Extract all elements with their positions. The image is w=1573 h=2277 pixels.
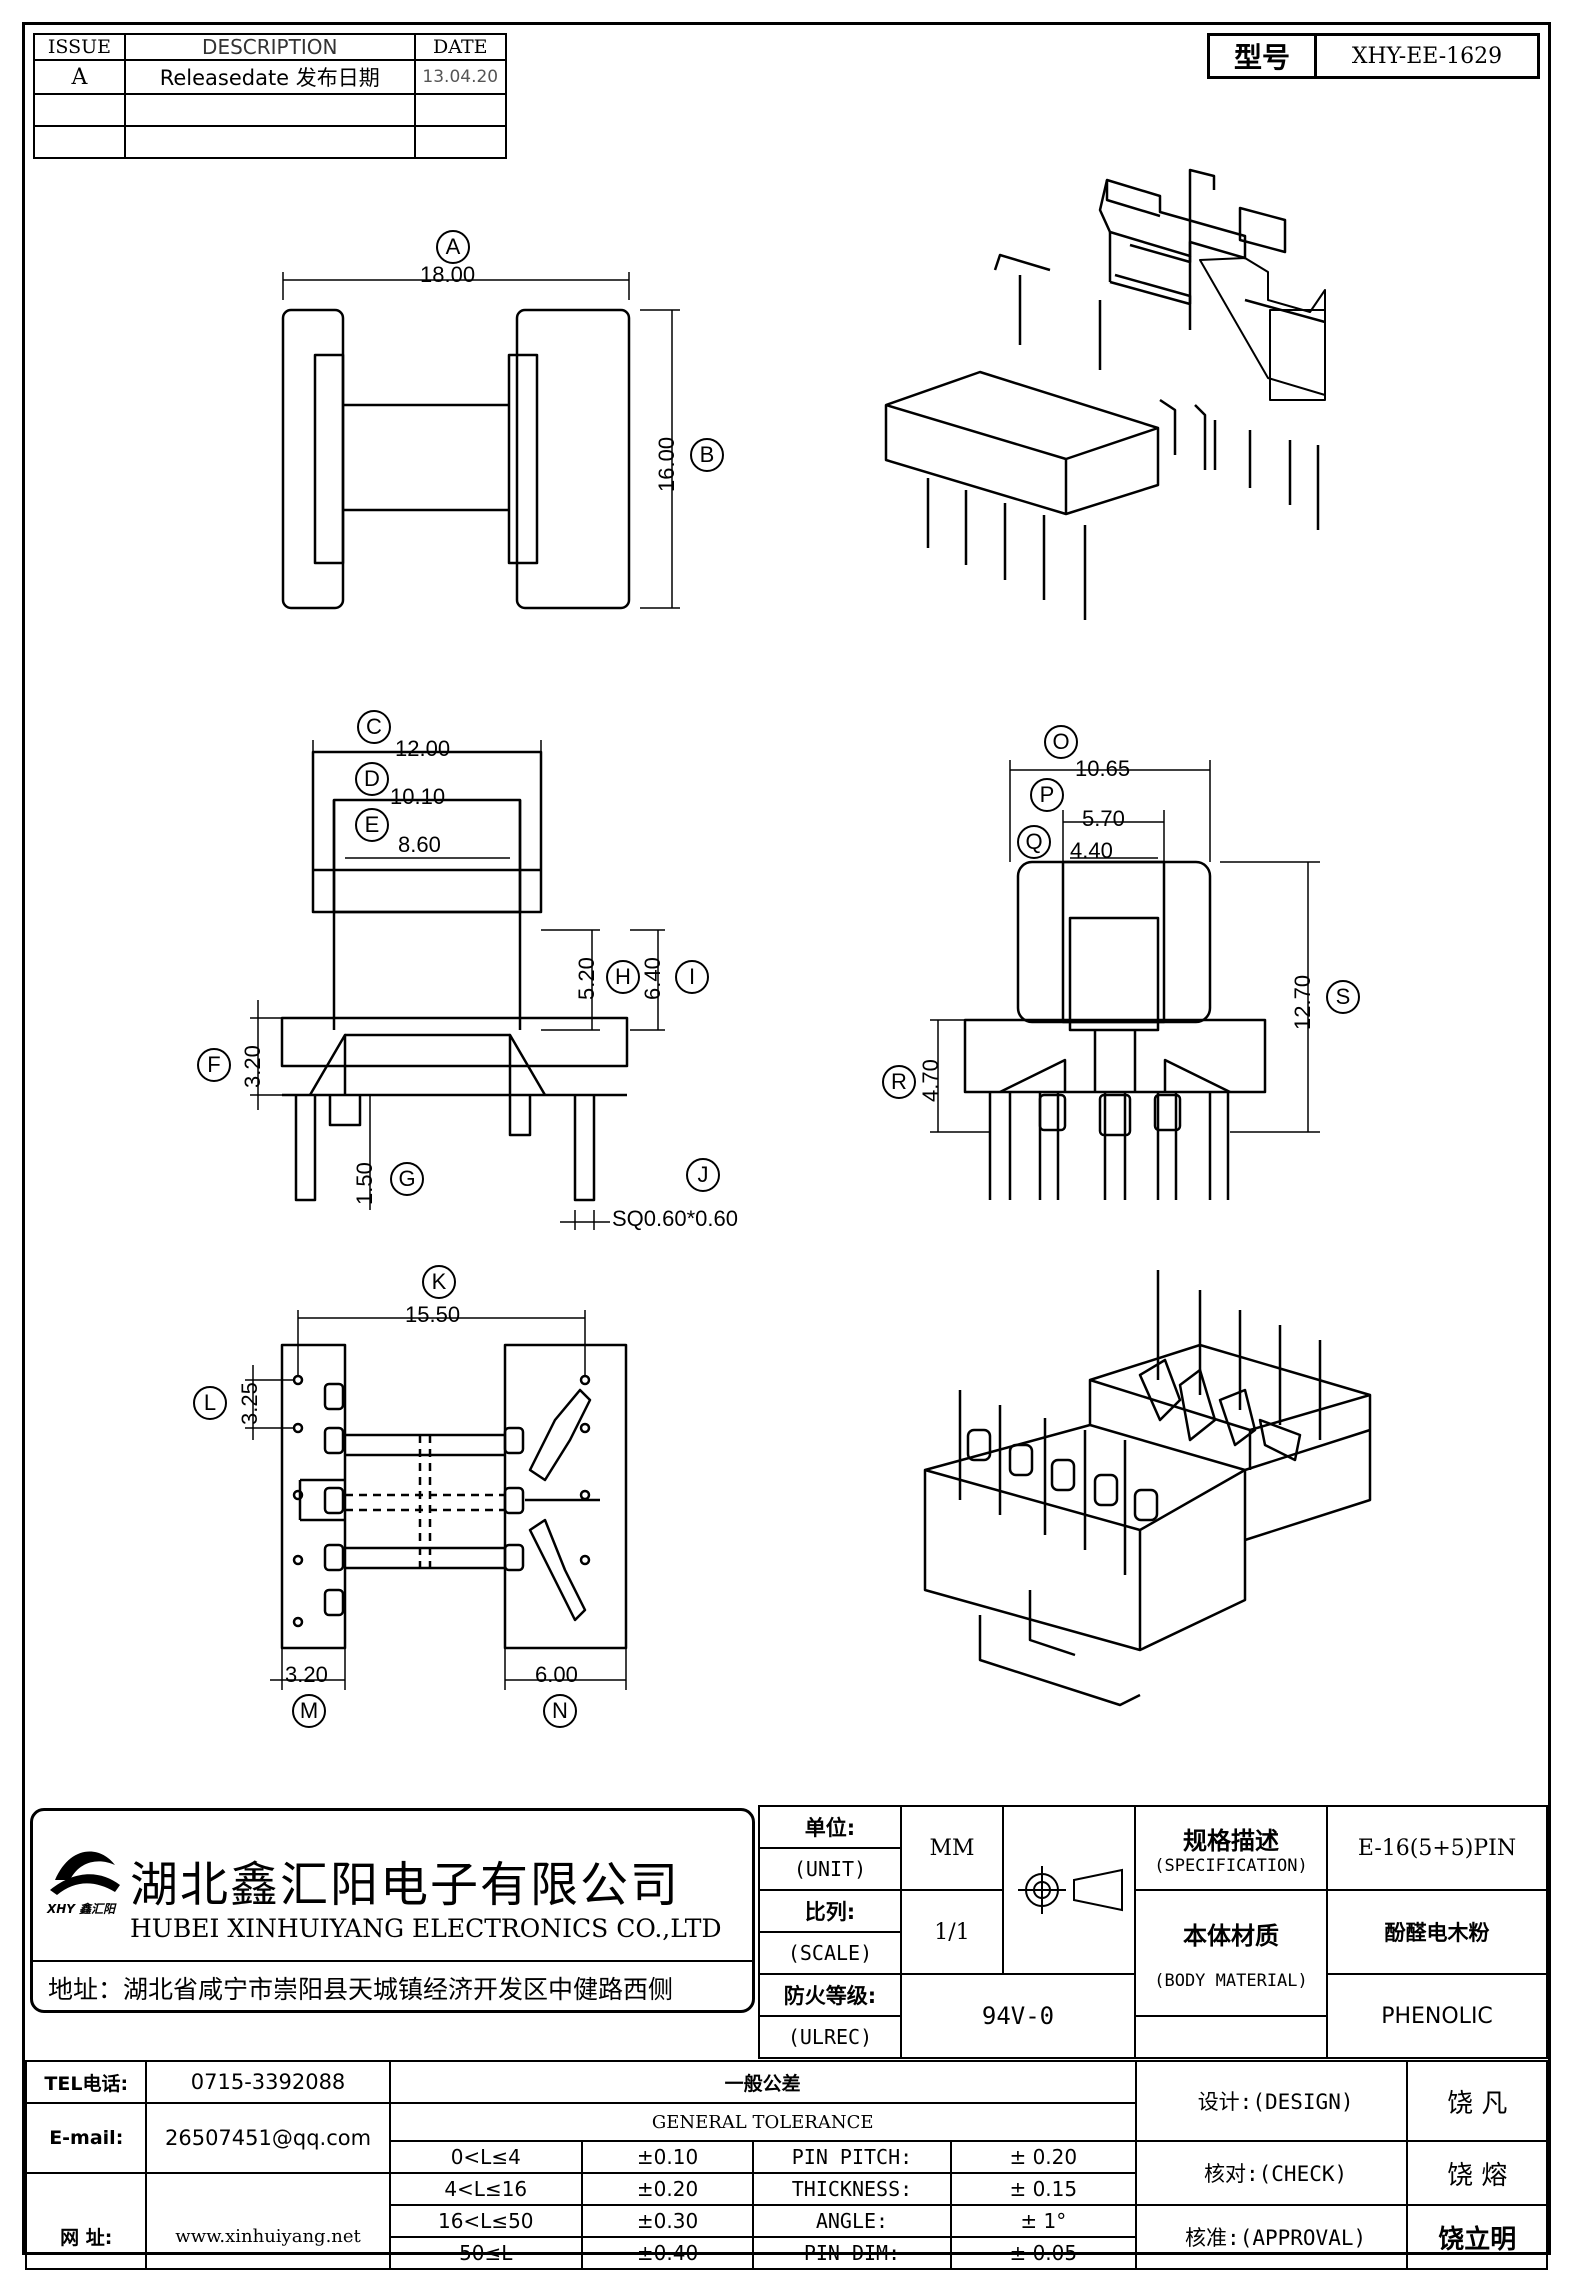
- spec-label: 规格描述 (SPECIFICATION): [1134, 1805, 1328, 1891]
- check-label: 核对:(CHECK): [1134, 2140, 1409, 2206]
- dim-d-marker: D: [355, 762, 389, 796]
- revision-row: A Releasedate 发布日期 13.04.20: [33, 59, 508, 95]
- dim-h-marker: H: [606, 960, 640, 994]
- dim-a-marker: A: [436, 230, 470, 264]
- dim-n-marker: N: [543, 1694, 577, 1728]
- dim-p-marker: P: [1030, 778, 1064, 812]
- dim-s-marker: S: [1326, 980, 1360, 1014]
- projection-symbol: [1002, 1805, 1136, 1975]
- check-name: 饶 熔: [1406, 2140, 1548, 2206]
- date-header: DATE: [413, 33, 508, 61]
- dim-r-value: 4.70: [918, 1059, 943, 1102]
- dim-i-marker: I: [675, 960, 709, 994]
- issue-cell: A: [33, 59, 126, 95]
- approval-label: 核准:(APPROVAL): [1134, 2204, 1409, 2270]
- description-header: DESCRIPTION: [123, 33, 416, 61]
- tel-value: 0715-3392088: [145, 2060, 391, 2104]
- dim-m-value: 3.20: [285, 1662, 328, 1687]
- material-value-en: PHENOLIC: [1326, 1973, 1548, 2059]
- model-value: XHY-EE-1629: [1314, 33, 1540, 79]
- tolerance-row: 4<L≤16 ±0.20 THICKNESS: ± 0.15: [24, 2172, 1547, 2206]
- dim-p-value: 5.70: [1082, 806, 1125, 831]
- dim-r-marker: R: [882, 1065, 916, 1099]
- scale-value: 1/1: [900, 1889, 1004, 1975]
- dim-m-marker: M: [292, 1694, 326, 1728]
- design-name: 饶 凡: [1406, 2060, 1548, 2142]
- bottom-strip: TEL电话: 0715-3392088 一般公差 设计:(DESIGN) 饶 凡…: [24, 2060, 1548, 2270]
- dim-n-value: 6.00: [535, 1662, 578, 1687]
- dim-l-marker: L: [193, 1386, 227, 1420]
- isometric-view-2: [923, 1270, 1372, 1707]
- tolerance-title-en: GENERAL TOLERANCE: [388, 2102, 1137, 2142]
- bottom-view: [245, 1310, 628, 1690]
- dim-j-value: SQ0.60*0.60: [612, 1206, 738, 1231]
- tel-label: TEL电话:: [24, 2060, 148, 2104]
- fire-label: 防火等级:: [758, 1973, 902, 2017]
- fire-value: 94V-0: [900, 1973, 1136, 2059]
- design-label: 设计:(DESIGN): [1134, 2060, 1409, 2142]
- web-label: [24, 2172, 148, 2205]
- dim-b-value: 16.00: [654, 436, 679, 492]
- revision-table: ISSUE DESCRIPTION DATE A Releasedate 发布日…: [33, 33, 508, 159]
- tolerance-row: 0<L≤4 ±0.10 PIN PITCH: ± 0.20 核对:(CHECK)…: [26, 2140, 1548, 2206]
- dim-c-value: 12.00: [395, 736, 451, 761]
- dim-s-value: 12.70: [1290, 974, 1315, 1030]
- top-view: [281, 272, 680, 610]
- dim-a-value: 18.00: [420, 262, 476, 287]
- dim-l-value: 3.25: [237, 1382, 262, 1425]
- email-value: 26507451@qq.com: [145, 2102, 391, 2174]
- company-logo: XHY 鑫汇阳: [45, 1840, 125, 1916]
- unit-label: 单位:: [758, 1805, 902, 1849]
- spec-value: E-16(5+5)PIN: [1326, 1805, 1548, 1891]
- tolerance-row: 网 址: www.xinhuiyang.net 16<L≤50 ±0.30 AN…: [24, 2204, 1548, 2270]
- side-view: [930, 760, 1320, 1200]
- dim-e-value: 8.60: [398, 832, 441, 857]
- dim-c-marker: C: [357, 710, 391, 744]
- dim-q-marker: Q: [1017, 825, 1051, 859]
- dim-o-marker: O: [1044, 725, 1078, 759]
- email-label: E-mail:: [24, 2102, 148, 2174]
- dim-b-marker: B: [690, 438, 724, 472]
- date-cell: 13.04.20: [413, 59, 508, 95]
- company-name-en: HUBEI XINHUIYANG ELECTRONICS CO.,LTD: [130, 1914, 722, 1943]
- dim-k-marker: K: [422, 1265, 456, 1299]
- dim-f-value: 3.20: [240, 1045, 265, 1088]
- dim-q-value: 4.40: [1070, 838, 1113, 863]
- model-label: 型号: [1207, 33, 1317, 79]
- fire-label-en: (ULREC): [758, 2015, 902, 2059]
- issue-header: ISSUE: [33, 33, 126, 61]
- dim-i-value: 6.40: [640, 957, 665, 1000]
- company-address: 地址：湖北省咸宁市崇阳县天城镇经济开发区中健路西侧: [48, 1975, 674, 2004]
- title-block: 单位: MM 规格描述 (SPECIFICATION) E-16(5+5)PIN…: [758, 1805, 1548, 2059]
- tolerance-row: 50≤L ±0.40 PIN DIM: ± 0.05: [26, 2236, 1547, 2270]
- unit-label-en: (UNIT): [758, 1847, 902, 1891]
- dim-e-marker: E: [355, 808, 389, 842]
- logo-text: XHY 鑫汇阳: [47, 1902, 116, 1916]
- approval-name: 饶立明: [1406, 2204, 1548, 2270]
- dim-o-value: 10.65: [1075, 756, 1131, 781]
- dim-g-value: 1.50: [352, 1162, 377, 1205]
- scale-label-en: (SCALE): [758, 1931, 902, 1975]
- scale-label: 比列:: [758, 1889, 902, 1933]
- model-box: 型号 XHY-EE-1629: [1207, 33, 1540, 79]
- front-view: [250, 740, 665, 1230]
- dim-d-value: 10.10: [390, 784, 446, 809]
- dim-j-marker: J: [686, 1158, 720, 1192]
- unit-value: MM: [900, 1805, 1004, 1891]
- company-name-cn: 湖北鑫汇阳电子有限公司: [130, 1857, 681, 1913]
- company-block: [30, 1808, 755, 2013]
- dim-k-value: 15.50: [405, 1302, 461, 1327]
- isometric-view-1: [884, 168, 1326, 620]
- description-cell: Releasedate 发布日期: [123, 59, 416, 95]
- material-value-cn: 酚醛电木粉: [1326, 1889, 1548, 1975]
- dim-h-value: 5.20: [574, 957, 599, 1000]
- material-label: 本体材质 (BODY MATERIAL): [1134, 1889, 1328, 2017]
- dim-g-marker: G: [390, 1162, 424, 1196]
- dim-f-marker: F: [197, 1048, 231, 1082]
- tolerance-title-cn: 一般公差: [388, 2060, 1137, 2104]
